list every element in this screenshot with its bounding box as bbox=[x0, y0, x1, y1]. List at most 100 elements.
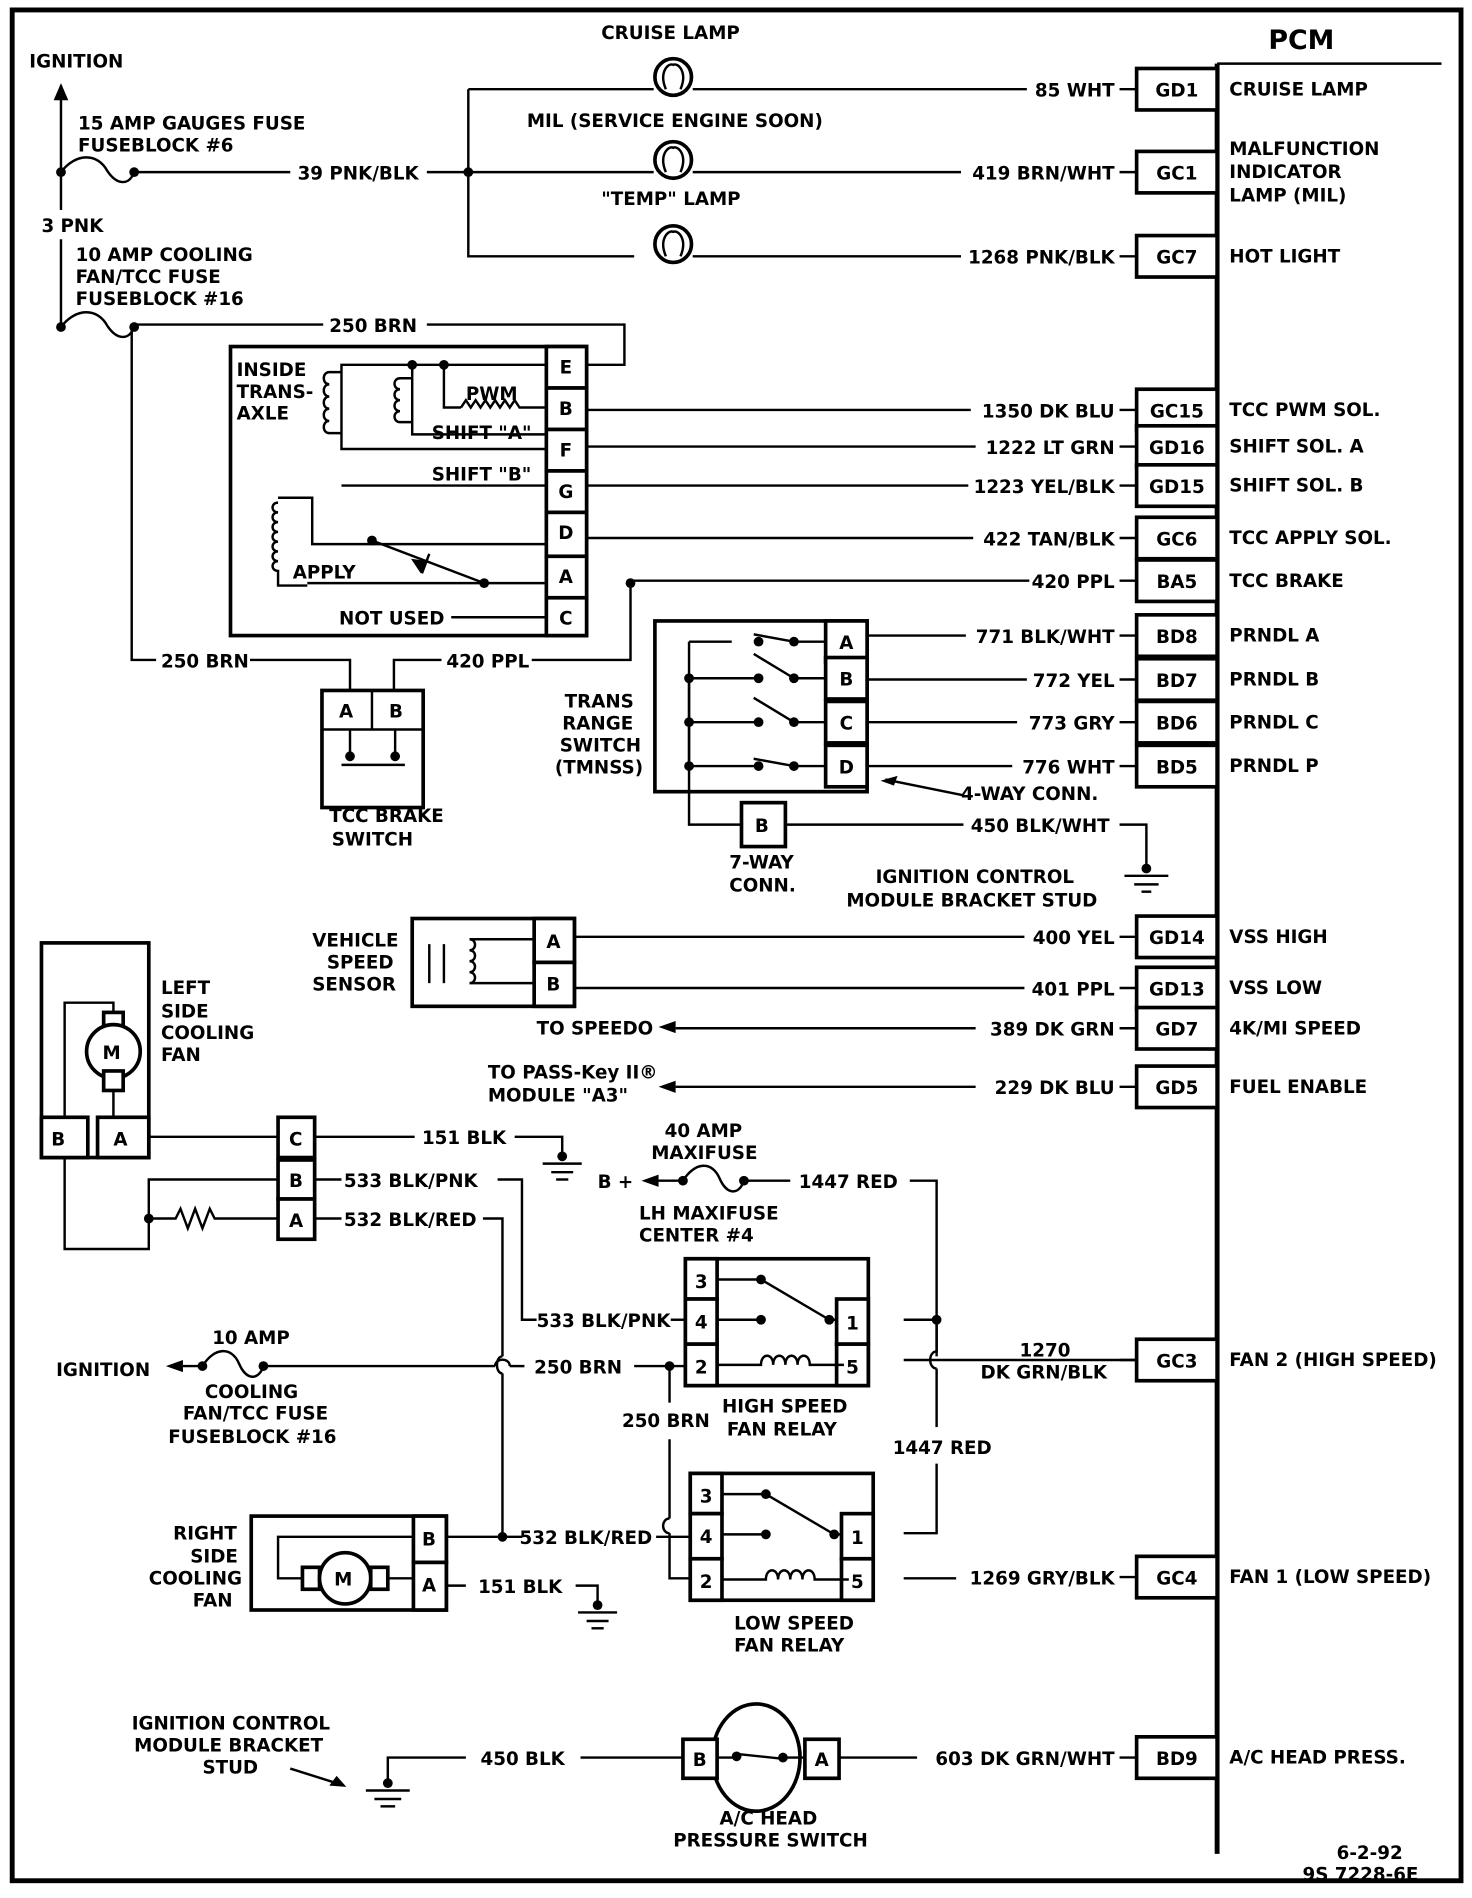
tcc-brake-label-2: SWITCH bbox=[332, 829, 413, 850]
pcm-pin-function: SHIFT SOL. B bbox=[1229, 476, 1363, 497]
left-fan-label-1: LEFT bbox=[161, 978, 211, 999]
ground-icon bbox=[365, 1789, 410, 1808]
maxifuse-location-2: CENTER #4 bbox=[639, 1226, 754, 1247]
relay-pin bbox=[683, 1297, 719, 1346]
four-way-label: 4-WAY CONN. bbox=[961, 784, 1098, 805]
pcm-pin-function: 4K/MI SPEED bbox=[1229, 1018, 1361, 1039]
pcm-pin-function: FAN 2 (HIGH SPEED) bbox=[1229, 1350, 1436, 1371]
to-passkey-label-1: TO PASS-Key II® bbox=[488, 1062, 658, 1083]
relay-pin-label: 3 bbox=[700, 1487, 713, 1508]
ac-switch-pin-a-label: A bbox=[815, 1750, 830, 1771]
pcm-pin-id: GC4 bbox=[1156, 1568, 1197, 1589]
pcm-pin-box bbox=[1134, 423, 1219, 470]
low-relay-wire-250-label: 250 BRN bbox=[622, 1411, 710, 1432]
ground-icon bbox=[578, 1611, 618, 1630]
pcm-pin-id: GD7 bbox=[1155, 1020, 1198, 1041]
pcm-pin-function: MALFUNCTION bbox=[1229, 139, 1379, 160]
outer-frame bbox=[9, 7, 1464, 1884]
relay-pin-label: 2 bbox=[700, 1572, 713, 1593]
wire-532 bbox=[482, 1217, 504, 1357]
pcm-pin-box bbox=[1134, 613, 1219, 659]
left-fan-wire bbox=[63, 1157, 151, 1251]
junction-dot bbox=[678, 1175, 688, 1186]
transaxle-pin bbox=[544, 427, 589, 473]
vss-pin-a-label: A bbox=[546, 932, 561, 953]
pcm-pin-id: GD14 bbox=[1149, 928, 1205, 949]
wire-label: 419 BRN/WHT bbox=[972, 163, 1115, 184]
transaxle-label-2: TRANS- bbox=[237, 382, 314, 403]
pcm-pin-id: GC7 bbox=[1156, 248, 1197, 269]
wire-label: 229 DK BLU bbox=[995, 1078, 1115, 1099]
pcm-pin-box bbox=[1134, 1005, 1219, 1051]
transaxle-pin-label: G bbox=[558, 482, 573, 503]
tcc-brake-label-1: TCC BRAKE bbox=[329, 806, 443, 827]
motor-brush bbox=[368, 1565, 390, 1592]
trs-ground-label-1: IGNITION CONTROL bbox=[876, 867, 1075, 888]
pcm-pin-function: INDICATOR bbox=[1229, 162, 1341, 183]
junction-dot bbox=[56, 322, 66, 332]
wire-label: 400 YEL bbox=[1033, 928, 1115, 949]
pcm-pin-box bbox=[1134, 914, 1219, 960]
relay-pin bbox=[839, 1511, 876, 1561]
trs-contact bbox=[753, 633, 795, 643]
pwm-coil-icon bbox=[459, 398, 547, 410]
junction-dot bbox=[382, 1778, 393, 1789]
mil-lamp-label: MIL (SERVICE ENGINE SOON) bbox=[527, 111, 823, 132]
lamp-bulb-icon bbox=[653, 139, 694, 181]
vss-label-3: SENSOR bbox=[312, 974, 396, 995]
junction-dot bbox=[756, 1314, 766, 1325]
temp-lamp-label: "TEMP" LAMP bbox=[601, 189, 740, 210]
apply-label: APPLY bbox=[293, 562, 357, 583]
junction-dot bbox=[479, 578, 490, 589]
ac-wire-450-label: 450 BLK bbox=[481, 1749, 566, 1770]
pcm-pin-function: PRNDL A bbox=[1229, 626, 1320, 647]
junction-dot bbox=[367, 535, 377, 546]
transaxle-pin-label: C bbox=[559, 609, 572, 630]
ac-switch-pin-b-label: B bbox=[693, 1750, 707, 1771]
maxifuse-icon bbox=[681, 1164, 746, 1193]
pcm-pin-box bbox=[1134, 233, 1219, 279]
wire-crossover bbox=[661, 1517, 670, 1535]
to-passkey-label-2: MODULE "A3" bbox=[488, 1085, 628, 1106]
ac-switch-contact bbox=[736, 1752, 784, 1760]
junction-dot bbox=[931, 1314, 942, 1325]
junction-dot bbox=[497, 1531, 508, 1542]
wire-crossover bbox=[495, 1355, 503, 1375]
shift-a-coil-icon bbox=[393, 377, 413, 424]
vss-pin-b bbox=[532, 960, 577, 1009]
pcm-pin-function: CRUISE LAMP bbox=[1229, 79, 1368, 100]
right-fan-pin-b-label: B bbox=[422, 1529, 436, 1550]
wire-label: 603 DK GRN/WHT bbox=[935, 1749, 1115, 1770]
pcm-pin-function: PRNDL C bbox=[1229, 712, 1318, 733]
ac-switch-label-2: PRESSURE SWITCH bbox=[673, 1831, 868, 1852]
wire-532-label: 532 BLK/RED bbox=[344, 1210, 477, 1231]
wire-151 bbox=[575, 1584, 599, 1603]
transaxle-pin-label: E bbox=[560, 357, 573, 378]
seven-way-label-1: 7-WAY bbox=[729, 853, 794, 874]
high-relay-wire-533-label: 533 BLK/PNK bbox=[537, 1311, 672, 1332]
fuse-gauges-icon bbox=[60, 156, 136, 184]
wire-450-blk bbox=[386, 1756, 466, 1784]
fuse-cooling-label-2: FAN/TCC FUSE bbox=[76, 267, 221, 288]
wire-39-label: 39 PNK/BLK bbox=[298, 163, 420, 184]
low-relay-label-1: LOW SPEED bbox=[734, 1614, 854, 1635]
left-fan-pin-b-label: B bbox=[51, 1129, 65, 1150]
pcm-pin-function: TCC APPLY SOL. bbox=[1229, 528, 1391, 549]
pcm-pin-function: PRNDL B bbox=[1229, 670, 1319, 691]
fuse-bottom-amp: 10 AMP bbox=[212, 1328, 290, 1349]
pcm-pin-function: HOT LIGHT bbox=[1229, 246, 1340, 267]
wire-533 bbox=[497, 1178, 537, 1321]
pcm-pin-id: GC1 bbox=[1156, 163, 1197, 184]
to-passkey-arrow-icon bbox=[658, 1080, 676, 1093]
pointer-line bbox=[885, 778, 964, 797]
junction-dot bbox=[197, 1361, 208, 1371]
trs-ground-label-2: MODULE BRACKET STUD bbox=[846, 890, 1097, 911]
footer-code: 9S 7228-6E bbox=[1302, 1865, 1418, 1886]
low-relay-label-2: FAN RELAY bbox=[734, 1635, 845, 1656]
right-fan-wire-151-label: 151 BLK bbox=[478, 1577, 563, 1598]
fuse-gauges-label-2: FUSEBLOCK #6 bbox=[78, 135, 233, 156]
to-speedo-label: TO SPEEDO bbox=[537, 1018, 654, 1039]
